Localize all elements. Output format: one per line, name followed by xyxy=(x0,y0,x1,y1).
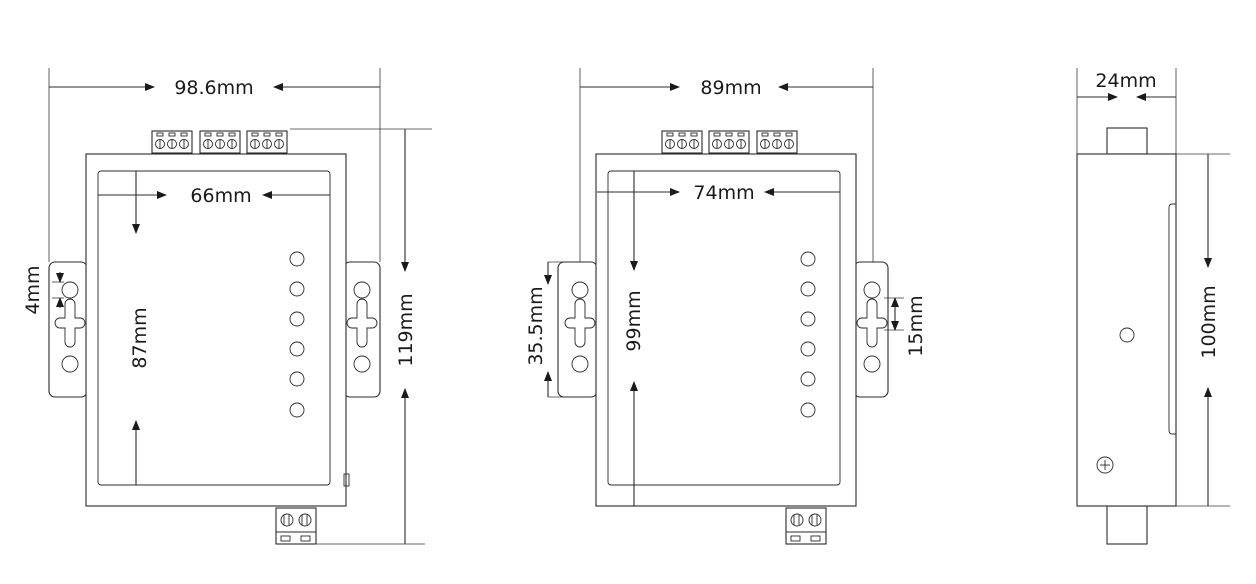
back-body xyxy=(595,153,857,507)
back-hole-spacing-label: 35.5mm xyxy=(525,286,547,365)
front-panel xyxy=(97,170,331,486)
back-inner-width-label: 74mm xyxy=(693,182,754,204)
front-inner-width-label: 66mm xyxy=(190,185,251,207)
ground-screw-icon xyxy=(1096,456,1114,474)
back-width-label: 89mm xyxy=(700,77,761,99)
front-hole-offset-label: 4mm xyxy=(22,265,44,314)
front-led-column xyxy=(289,251,305,418)
front-view: 98.6mm 66mm 87mm 119mm 4mm xyxy=(22,68,432,545)
side-depth-label: 24mm xyxy=(1095,70,1156,92)
front-width-label: 98.6mm xyxy=(174,77,253,99)
front-inner-height-label: 87mm xyxy=(129,307,151,368)
back-panel xyxy=(607,170,841,486)
side-height-label: 100mm xyxy=(1198,285,1220,358)
front-body xyxy=(85,153,347,507)
back-slot-length-label: 15mm xyxy=(905,295,927,356)
back-view: 89mm 74mm 99mm 35.5mm 15mm xyxy=(525,68,927,545)
side-bottom-connector xyxy=(1106,505,1148,545)
side-body xyxy=(1076,153,1177,507)
back-inner-height-label: 99mm xyxy=(623,290,645,351)
side-view: 24mm 100mm xyxy=(1076,68,1230,545)
side-top-connector xyxy=(1106,127,1148,155)
back-led-column xyxy=(800,251,816,418)
front-height-label: 119mm xyxy=(395,293,417,366)
